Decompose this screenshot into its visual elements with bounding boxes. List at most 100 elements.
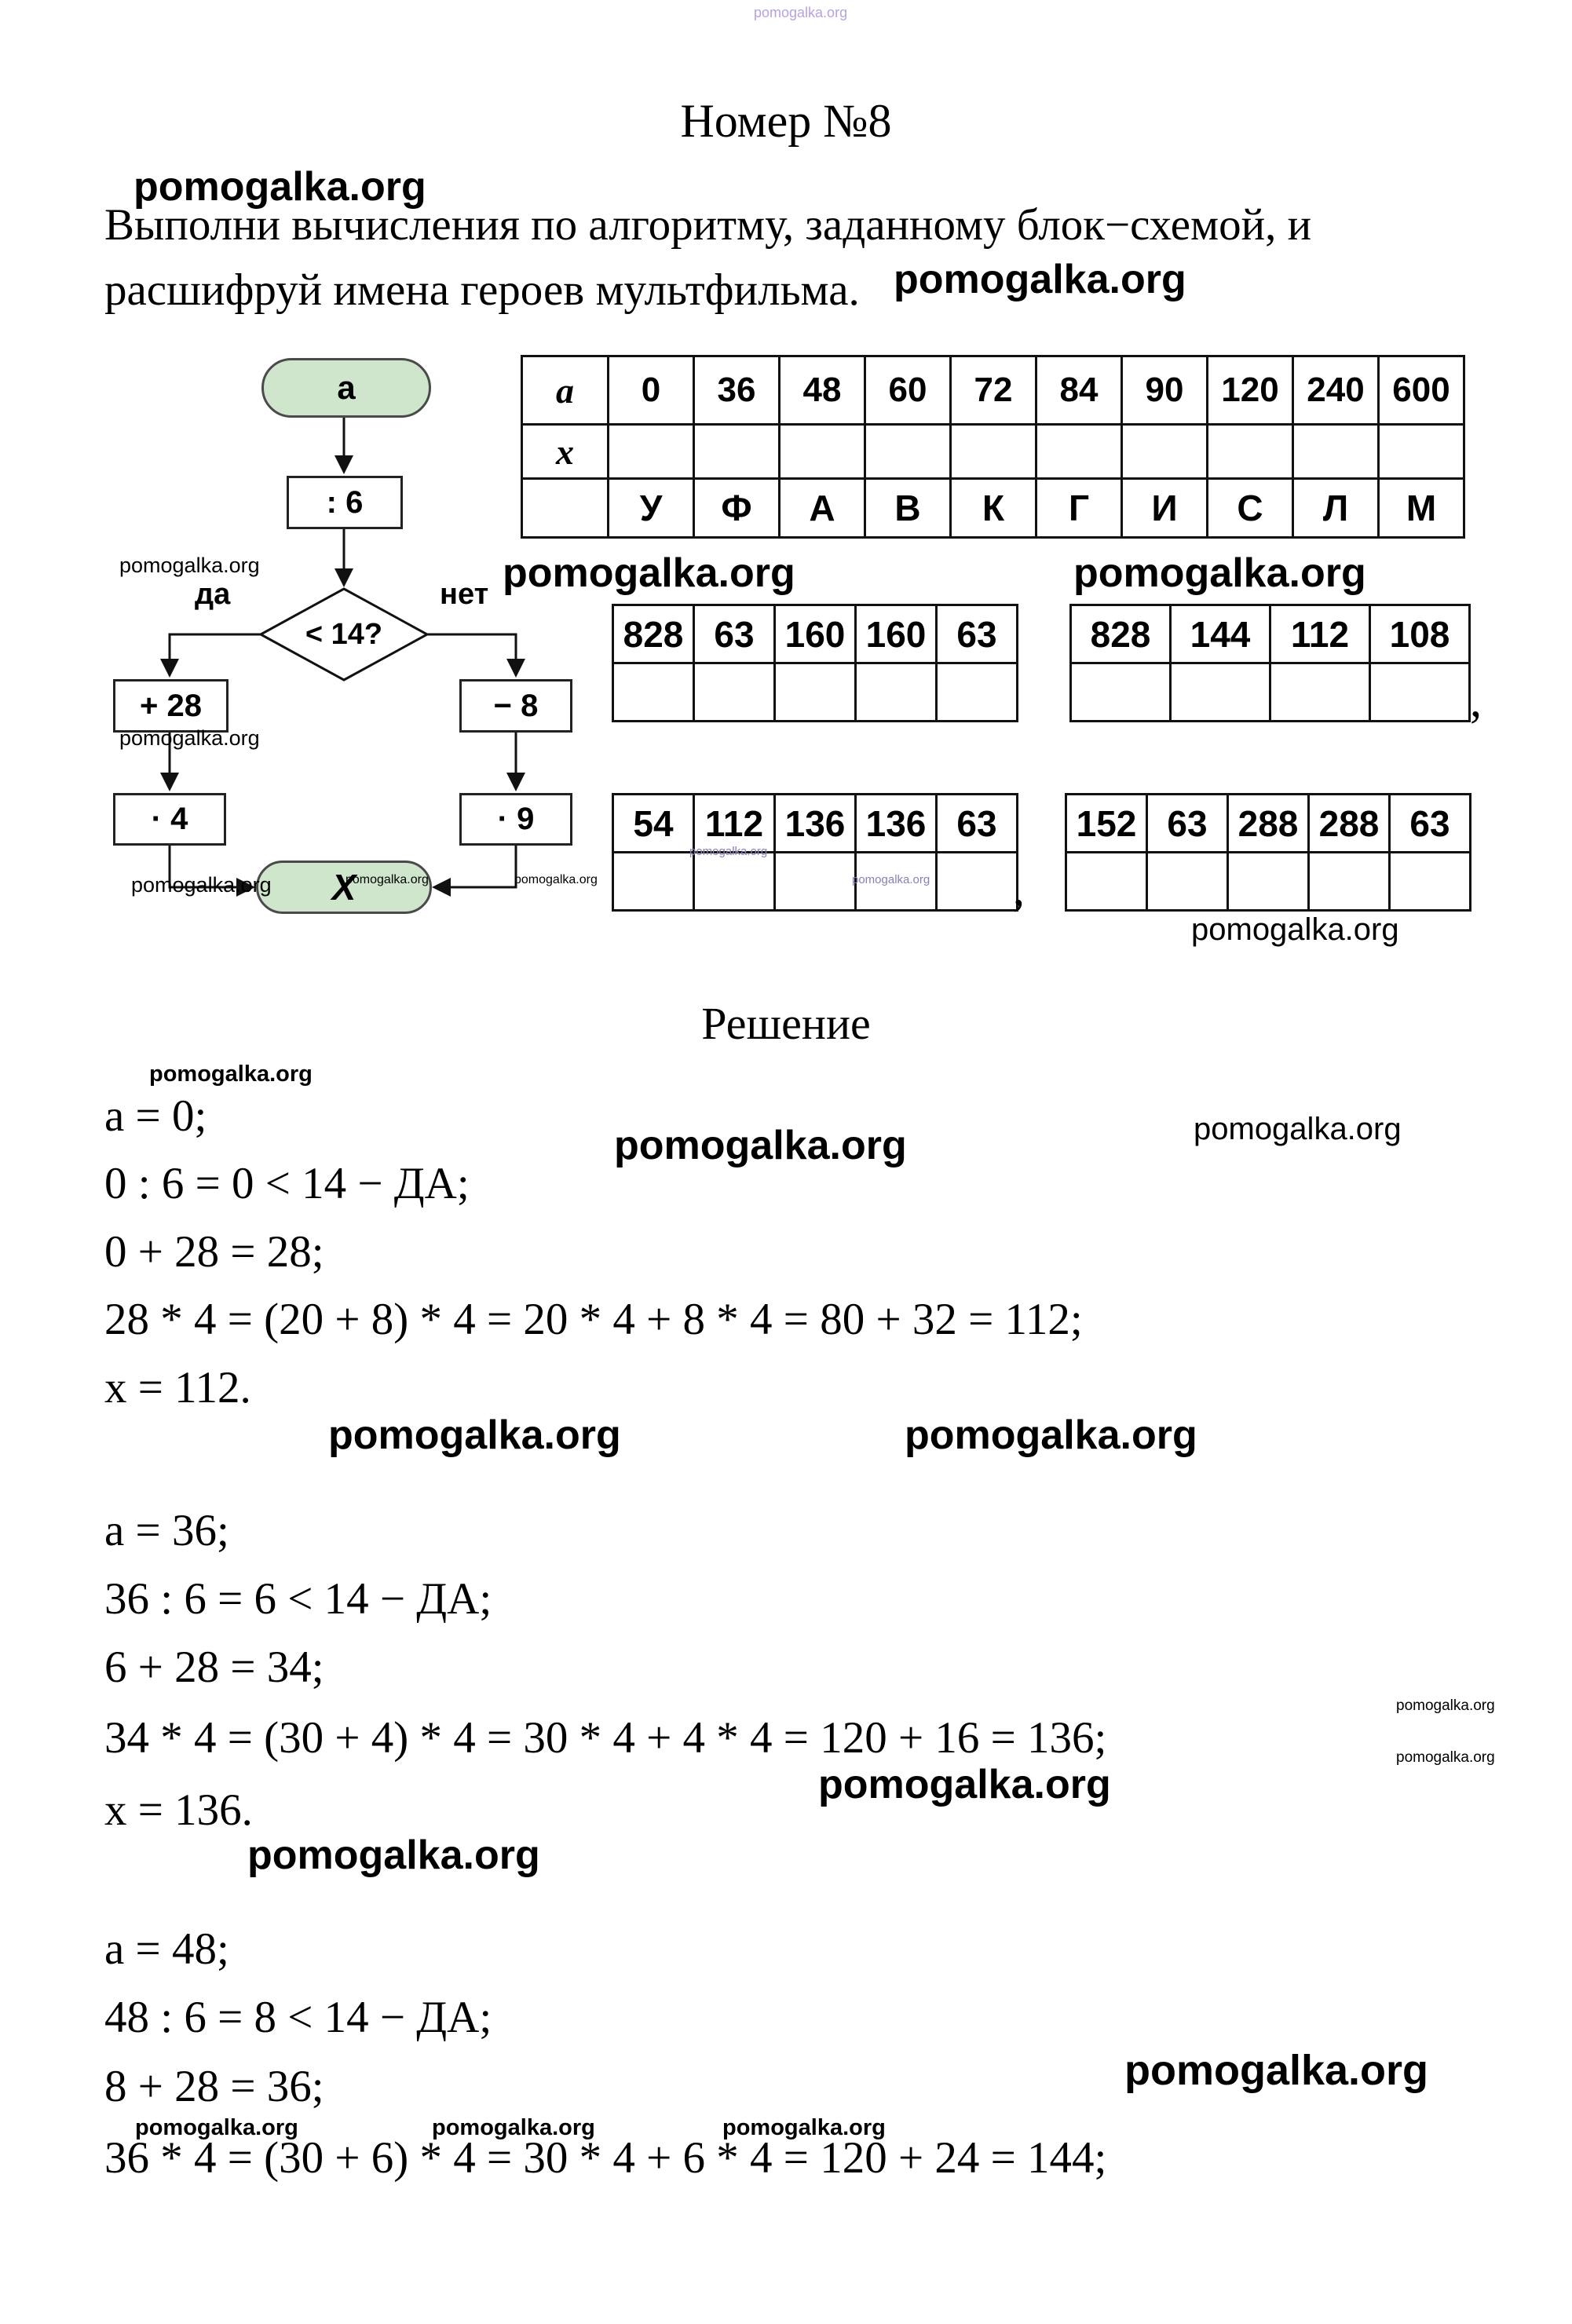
page-title: Номер №8 bbox=[680, 95, 892, 147]
word4-values: 152 63 288 288 63 bbox=[1065, 793, 1471, 853]
row-a-header: a bbox=[521, 355, 609, 426]
word3-letters-empty bbox=[612, 851, 1018, 912]
empty-cell bbox=[1169, 662, 1271, 722]
a-value: 48 bbox=[778, 355, 866, 426]
word2-letters-empty bbox=[1069, 662, 1471, 722]
code-cell: 136 bbox=[854, 793, 938, 853]
empty-cell bbox=[1369, 662, 1471, 722]
watermark: pomogalka.org bbox=[1194, 1112, 1402, 1146]
word3-table: 54 112 136 136 63 bbox=[612, 793, 1018, 912]
watermark: pomogalka.org bbox=[754, 5, 848, 20]
empty-cell bbox=[854, 851, 938, 912]
solution-line: 34 * 4 = (30 + 4) * 4 = 30 * 4 + 4 * 4 =… bbox=[104, 1713, 1107, 1763]
code-cell: 144 bbox=[1169, 604, 1271, 664]
x-empty-cell bbox=[949, 423, 1037, 480]
watermark: pomogalka.org bbox=[135, 2115, 298, 2140]
a-value: 120 bbox=[1206, 355, 1294, 426]
empty-cell bbox=[935, 851, 1018, 912]
watermark: pomogalka.org bbox=[131, 873, 272, 897]
code-cell: 160 bbox=[854, 604, 938, 664]
task-text-line1: Выполни вычисления по алгоритму, заданно… bbox=[104, 200, 1312, 250]
empty-cell bbox=[1146, 851, 1229, 912]
a-value: 0 bbox=[607, 355, 695, 426]
letter-cell: У bbox=[607, 477, 695, 539]
word4-letters-empty bbox=[1065, 851, 1471, 912]
code-cell: 54 bbox=[612, 793, 695, 853]
code-cell: 112 bbox=[693, 793, 776, 853]
empty-cell bbox=[773, 851, 857, 912]
row-x-header: x bbox=[521, 423, 609, 480]
solution-line: 36 : 6 = 6 < 14 − ДА; bbox=[104, 1574, 492, 1624]
flowchart: a : 6 < 14? да нет + 28 − 8 · 4 · 9 X bbox=[102, 353, 620, 934]
watermark: pomogalka.org bbox=[905, 1412, 1197, 1458]
a-value: 240 bbox=[1292, 355, 1380, 426]
a-value: 72 bbox=[949, 355, 1037, 426]
code-cell: 160 bbox=[773, 604, 857, 664]
code-cell: 63 bbox=[1388, 793, 1471, 853]
arrow-no-branch bbox=[427, 633, 525, 678]
watermark: pomogalka.org bbox=[432, 2115, 595, 2140]
code-cell: 288 bbox=[1227, 793, 1310, 853]
x-empty-cell bbox=[1206, 423, 1294, 480]
flowchart-no-label: нет bbox=[440, 578, 489, 611]
letter-cell: М bbox=[1377, 477, 1465, 539]
letter-cell: К bbox=[949, 477, 1037, 539]
a-value: 84 bbox=[1035, 355, 1123, 426]
flowchart-yes-label: да bbox=[195, 578, 231, 611]
code-cell: 63 bbox=[935, 793, 1018, 853]
solution-line: a = 0; bbox=[104, 1091, 207, 1141]
separator-comma: , bbox=[1470, 674, 1482, 726]
watermark: pomogalka.org bbox=[149, 1062, 313, 1087]
watermark: pomogalka.org bbox=[1191, 912, 1399, 947]
flowchart-add28-node: + 28 bbox=[113, 679, 228, 733]
watermark: pomogalka.org bbox=[894, 257, 1186, 302]
watermark: pomogalka.org bbox=[614, 1123, 907, 1168]
letters-header-empty bbox=[521, 477, 609, 539]
flowchart-sub8-node: − 8 bbox=[459, 679, 572, 733]
watermark: pomogalka.org bbox=[1073, 550, 1366, 596]
empty-cell bbox=[1069, 662, 1172, 722]
letter-cell: Г bbox=[1035, 477, 1123, 539]
solution-line: 48 : 6 = 8 < 14 − ДА; bbox=[104, 1993, 492, 2042]
code-cell: 828 bbox=[612, 604, 695, 664]
code-cell: 152 bbox=[1065, 793, 1148, 853]
code-cell: 828 bbox=[1069, 604, 1172, 664]
table-row-a: a 0 36 48 60 72 84 90 120 240 600 bbox=[521, 355, 1465, 426]
x-empty-cell bbox=[1292, 423, 1380, 480]
solution-line: 36 * 4 = (30 + 6) * 4 = 30 * 4 + 6 * 4 =… bbox=[104, 2133, 1107, 2183]
code-cell: 136 bbox=[773, 793, 857, 853]
word2-table: 828 144 112 108 bbox=[1069, 604, 1471, 722]
x-empty-cell bbox=[1121, 423, 1208, 480]
flowchart-end-node: X bbox=[256, 861, 432, 914]
letter-cell: А bbox=[778, 477, 866, 539]
watermark: pomogalka.org bbox=[1396, 1697, 1495, 1714]
letter-cell: В bbox=[864, 477, 952, 539]
arrow-mul4-to-end bbox=[168, 846, 255, 897]
watermark: pomogalka.org bbox=[503, 550, 795, 596]
code-cell: 288 bbox=[1307, 793, 1391, 853]
arrow-yes-branch bbox=[160, 633, 261, 678]
empty-cell bbox=[612, 851, 695, 912]
letter-code-table: a 0 36 48 60 72 84 90 120 240 600 x У Ф … bbox=[521, 355, 1465, 539]
word2-values: 828 144 112 108 bbox=[1069, 604, 1471, 664]
x-empty-cell bbox=[864, 423, 952, 480]
task-text-line2: расшифруй имена героев мультфильма. bbox=[104, 265, 860, 315]
word1-values: 828 63 160 160 63 bbox=[612, 604, 1018, 664]
solution-line: 28 * 4 = (20 + 8) * 4 = 20 * 4 + 8 * 4 =… bbox=[104, 1295, 1083, 1344]
flowchart-mul9-node: · 9 bbox=[459, 793, 572, 846]
flowchart-condition-label: < 14? bbox=[305, 617, 383, 651]
arrow-mul9-to-end bbox=[432, 846, 517, 897]
code-cell: 108 bbox=[1369, 604, 1471, 664]
letter-cell: Л bbox=[1292, 477, 1380, 539]
watermark: pomogalka.org bbox=[119, 726, 260, 750]
empty-cell bbox=[1269, 662, 1371, 722]
flowchart-connectors bbox=[160, 415, 525, 897]
table-row-x: x bbox=[521, 423, 1465, 480]
flowchart-mul4-node: · 4 bbox=[113, 793, 226, 846]
empty-cell bbox=[1065, 851, 1148, 912]
solution-line: 0 + 28 = 28; bbox=[104, 1227, 324, 1277]
watermark: pomogalka.org bbox=[722, 2115, 886, 2140]
word4-table: 152 63 288 288 63 bbox=[1065, 793, 1471, 912]
watermark: pomogalka.org bbox=[328, 1412, 621, 1458]
x-empty-cell bbox=[778, 423, 866, 480]
